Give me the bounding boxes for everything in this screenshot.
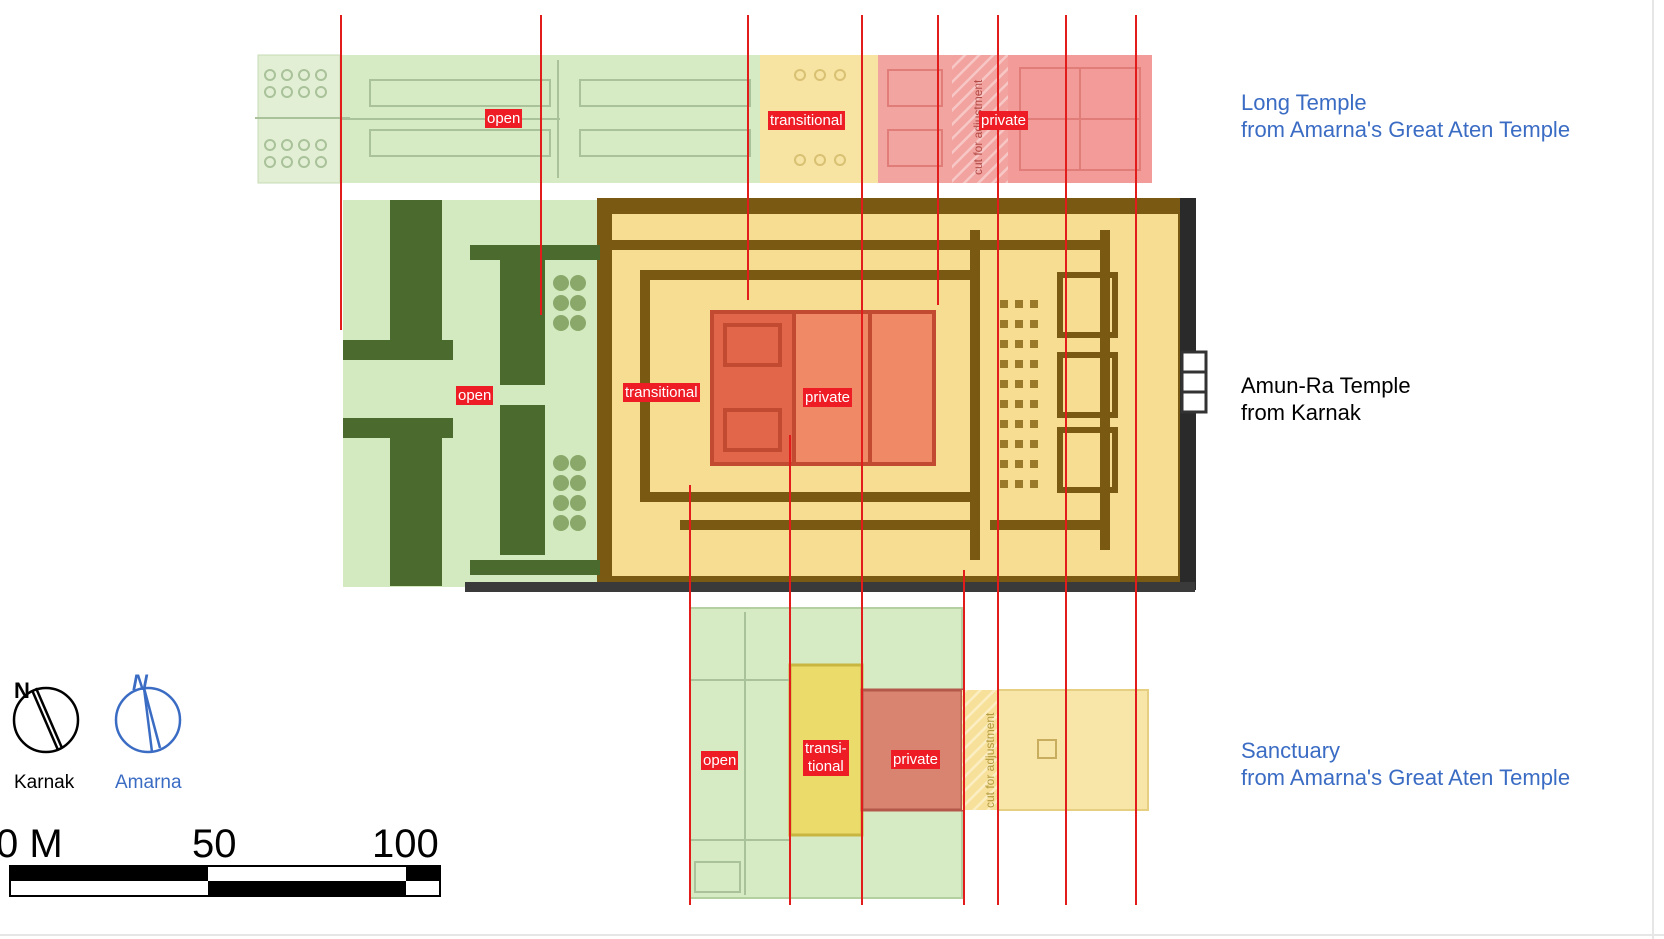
long-temple-title: Long Temple: [1241, 90, 1367, 115]
karnak-transitional-tag: transitional: [623, 383, 700, 402]
long-temple-plan: [255, 54, 1152, 184]
karnak-forecourt-columns: [553, 275, 586, 531]
sanctuary-cut-zone: [962, 690, 998, 810]
long-temple-details: [255, 60, 751, 178]
compass-north-label-amarna: N: [132, 670, 148, 695]
sanctuary-transitional-line2: tional: [807, 758, 844, 775]
long-temple-cut-label: cut for adjustment: [971, 79, 985, 175]
compass-north-label: N: [14, 678, 30, 703]
scale-bar: [9, 865, 441, 897]
sanctuary-private-tag: private: [891, 750, 941, 769]
long-temple-source: from Amarna's Great Aten Temple: [1241, 117, 1571, 142]
bottom-frame-edge: [0, 934, 1664, 936]
right-frame-edge: [1652, 0, 1654, 939]
scale-seg-1: [10, 866, 208, 881]
scale-end-label: 100: [372, 822, 439, 866]
sanctuary-cut-label: cut for adjustment: [983, 712, 997, 808]
compass-amarna: [114, 686, 182, 754]
sanctuary-rear-court: [997, 689, 1149, 811]
long-temple-column-circles: [264, 69, 327, 168]
karnak-open-tag: open: [456, 386, 494, 405]
karnak-gate: [1180, 350, 1208, 414]
karnak-hypostyle-columns: [1000, 300, 1038, 488]
sanctuary-open-tag: open: [701, 751, 739, 770]
cut-lines: [340, 15, 1137, 905]
sanctuary-altar: [1037, 739, 1057, 759]
karnak-private-walls: [710, 310, 936, 466]
sanctuary-title: Sanctuary: [1241, 738, 1341, 763]
scale-zero-label: 0 M: [0, 822, 63, 866]
long-temple-transitional-details: [794, 69, 846, 166]
amun-ra-temple-plan: [343, 198, 1208, 592]
karnak-pylons: [343, 200, 600, 586]
sanctuary-source: from Amarna's Great Aten Temple: [1241, 765, 1571, 790]
long-temple-private-tag: private: [979, 111, 1029, 130]
sanctuary-transitional-tag: transi- tional: [803, 740, 849, 776]
scale-mid-label: 50: [192, 822, 237, 866]
sanctuary-transitional-line1: transi-: [805, 740, 847, 757]
compass-karnak: [12, 686, 80, 754]
amun-ra-title: Amun-Ra Temple: [1241, 373, 1411, 398]
karnak-private-tag: private: [803, 388, 853, 407]
long-temple-private-zone-a: [878, 55, 952, 183]
karnak-east-rooms: [1057, 272, 1118, 493]
scale-seg-3: [406, 866, 440, 881]
amun-ra-source: from Karnak: [1241, 400, 1361, 425]
sanctuary-details: [690, 612, 790, 895]
compass-karnak-label: Karnak: [14, 772, 75, 793]
karnak-south-wall: [465, 582, 1195, 592]
scale-seg-2: [208, 881, 406, 896]
long-temple-open-tag: open: [485, 109, 523, 128]
compass-amarna-label: Amarna: [115, 772, 182, 793]
long-temple-transitional-tag: transitional: [768, 111, 845, 130]
